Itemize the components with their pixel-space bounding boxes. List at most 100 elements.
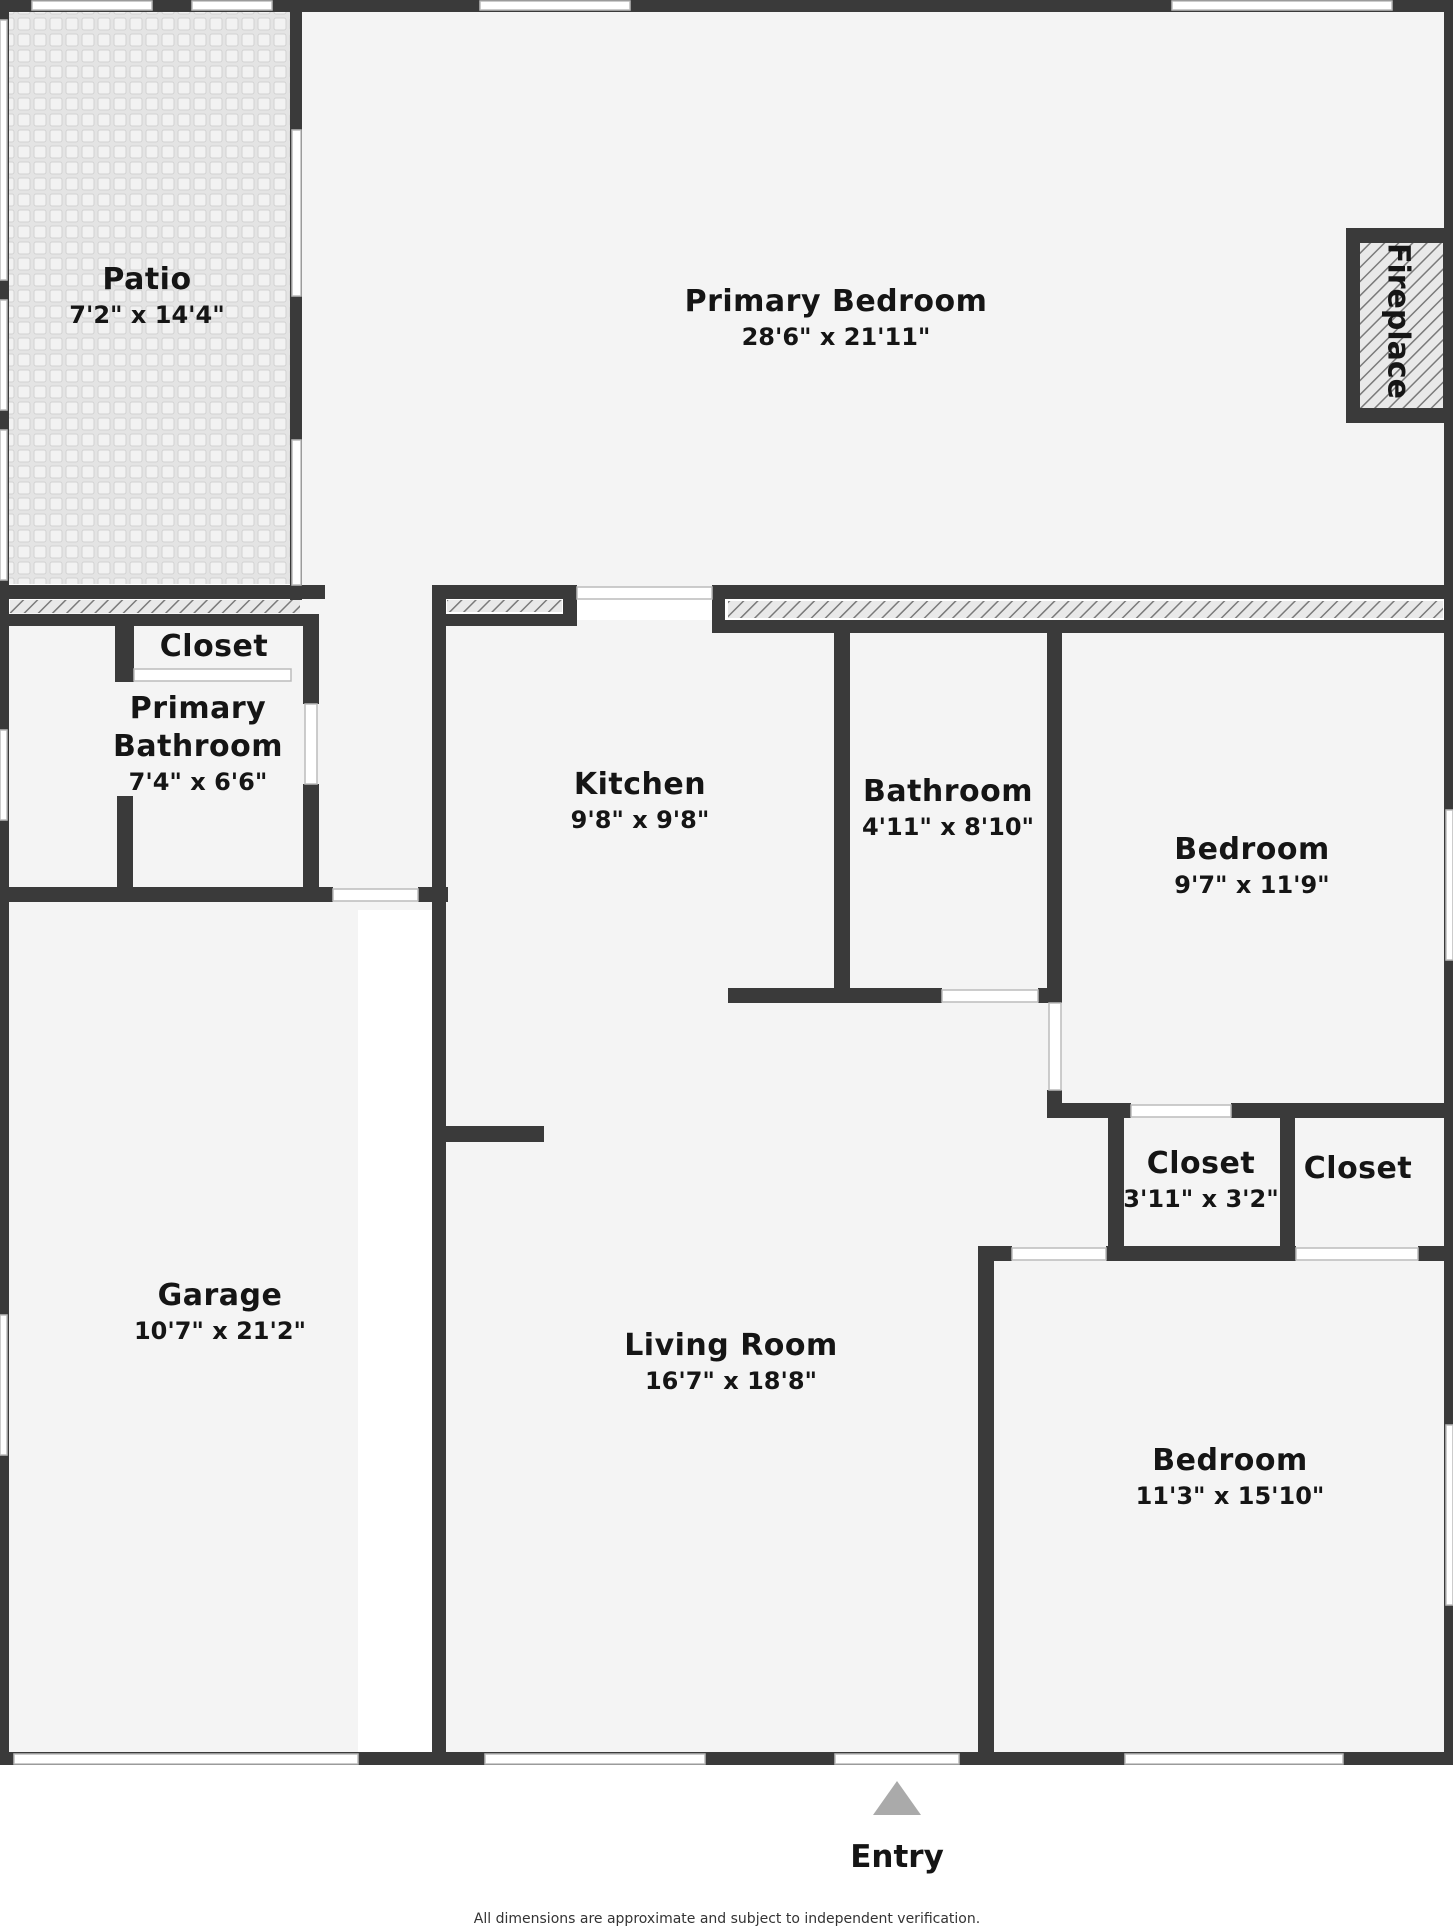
garage-door [13, 1753, 359, 1765]
wall-patio-south-2 [0, 614, 318, 626]
room-dimensions: 28'6" x 21'11" [741, 323, 931, 351]
fireplace-hearth [1360, 243, 1443, 408]
garage-label: Garage 10'7" x 21'2" [134, 1277, 306, 1347]
hatched-areas [10, 243, 1443, 618]
kitchen-label: Kitchen 9'8" x 9'8" [571, 766, 710, 836]
room-dimensions: 4'11" x 8'10" [861, 813, 1035, 841]
room-name: Closet [1146, 1146, 1256, 1181]
room-name: Living Room [624, 1328, 838, 1363]
room-name: Bathroom [112, 729, 284, 764]
room-dimensions: 7'4" x 6'6" [128, 768, 268, 796]
bedroom-ledge [728, 601, 1443, 618]
primary-bathroom-label: Primary Bathroom 7'4" x 6'6" [113, 690, 283, 798]
wall-west [0, 0, 9, 1765]
center-floor [437, 620, 1447, 1754]
door-bathroom [941, 989, 1039, 1003]
room-dimensions: 3'11" x 3'2" [1123, 1185, 1279, 1213]
room-dimensions: 16'7" x 18'8" [644, 1367, 818, 1395]
wall-pb-south-c [432, 614, 577, 626]
living-room-label: Living Room 16'7" x 18'8" [624, 1327, 838, 1397]
wall-bath-south [728, 988, 942, 1003]
door-closet-mid [1130, 1104, 1232, 1118]
wall-pb-south-d [712, 620, 1453, 633]
window-pbath-east [304, 703, 318, 785]
primary-bedroom-floor [300, 12, 1446, 590]
room-dimensions: 11'3" x 15'10" [1135, 1482, 1325, 1510]
window-west-4 [0, 729, 8, 821]
wall-pbath-east [303, 614, 319, 704]
fireplace-label: Fireplace [1380, 242, 1416, 400]
wall-closet-mid-east [1280, 1103, 1295, 1260]
door-garage-hall [332, 888, 419, 902]
window-north-4 [1171, 0, 1393, 11]
door-closet [133, 668, 292, 682]
window-west-2 [0, 299, 8, 411]
window-west-3 [0, 429, 8, 581]
patio-label: Patio 7'2" x 14'4" [69, 261, 224, 331]
room-name: Closet [1303, 1151, 1413, 1186]
window-west-1 [0, 19, 8, 281]
window-bed2-east [1445, 1424, 1453, 1606]
wall-bed1-south-2 [1231, 1103, 1453, 1118]
wall-patio-south [0, 585, 325, 599]
closet-mid-label: Closet 3'11" x 3'2" [1123, 1145, 1278, 1215]
window-bed1-east [1445, 809, 1453, 961]
wall-closet-west [115, 622, 134, 682]
wall-pb-south-right [712, 585, 725, 633]
wall-pb-south-b [712, 585, 1453, 599]
wall-pb-south-left [563, 585, 577, 626]
wall-hall-west [432, 585, 446, 1765]
bedroom-upper-label: Bedroom 9'7" x 11'9" [1174, 831, 1329, 901]
wall-bath-west [834, 633, 850, 1003]
bedroom-lower-label: Bedroom 11'3" x 15'10" [1136, 1442, 1325, 1512]
room-name: Primary Bedroom [684, 284, 988, 319]
wall-closets-south-2 [1106, 1246, 1296, 1261]
closet-right-label: Closet [1304, 1150, 1412, 1188]
closet-primary-label: Closet [160, 628, 268, 666]
openings [0, 0, 1453, 1765]
window-patio-east-2 [291, 439, 302, 586]
wall-bed2-west [978, 1246, 994, 1765]
window-patio-east [291, 129, 302, 297]
wall-pbath-east-2 [303, 784, 319, 900]
disclaimer-text: All dimensions are approximate and subje… [473, 1911, 981, 1927]
entry-label: Entry [850, 1839, 944, 1875]
wall-living-stub [432, 1126, 544, 1142]
room-name: Garage [157, 1278, 283, 1313]
wall-north [0, 0, 1453, 12]
patio-floor [8, 12, 293, 584]
door-bedroom-upper [1048, 1002, 1062, 1091]
wall-pb-south-a [432, 585, 576, 599]
entry-arrow-icon [873, 1781, 921, 1815]
door-closet-right [1295, 1247, 1419, 1261]
door-bedroom-lower [1011, 1247, 1107, 1261]
room-name: Closet [159, 629, 269, 664]
bathroom-label: Bathroom 4'11" x 8'10" [862, 773, 1034, 843]
room-name: Kitchen [573, 767, 707, 802]
room-name: Bedroom [1174, 832, 1330, 867]
hall-floor [300, 590, 440, 910]
front-door [834, 1753, 960, 1765]
room-dimensions: 10'7" x 21'2" [133, 1317, 307, 1345]
floor-areas [8, 12, 1447, 1754]
wall-closets-south-3 [1418, 1246, 1453, 1261]
room-name: Patio [102, 262, 192, 297]
room-name: Primary [129, 691, 267, 726]
wall-south [0, 1752, 1453, 1765]
room-dimensions: 9'8" x 9'8" [570, 806, 710, 834]
wall-garage-north [0, 887, 333, 902]
west-floor [8, 612, 358, 1754]
opening-kitchen-north [576, 586, 713, 600]
window-north-2 [191, 0, 273, 11]
window-south-1 [484, 1753, 706, 1765]
primary-bedroom-label: Primary Bedroom 28'6" x 21'11" [685, 283, 988, 353]
window-west-5 [0, 1314, 8, 1456]
window-north-3 [479, 0, 631, 11]
window-south-2 [1124, 1753, 1344, 1765]
room-dimensions: 9'7" x 11'9" [1174, 871, 1330, 899]
room-name: Bedroom [1152, 1443, 1308, 1478]
patio-ledge [10, 600, 300, 613]
window-north-1 [31, 0, 153, 11]
wall-bath-south-2 [1038, 988, 1048, 1003]
